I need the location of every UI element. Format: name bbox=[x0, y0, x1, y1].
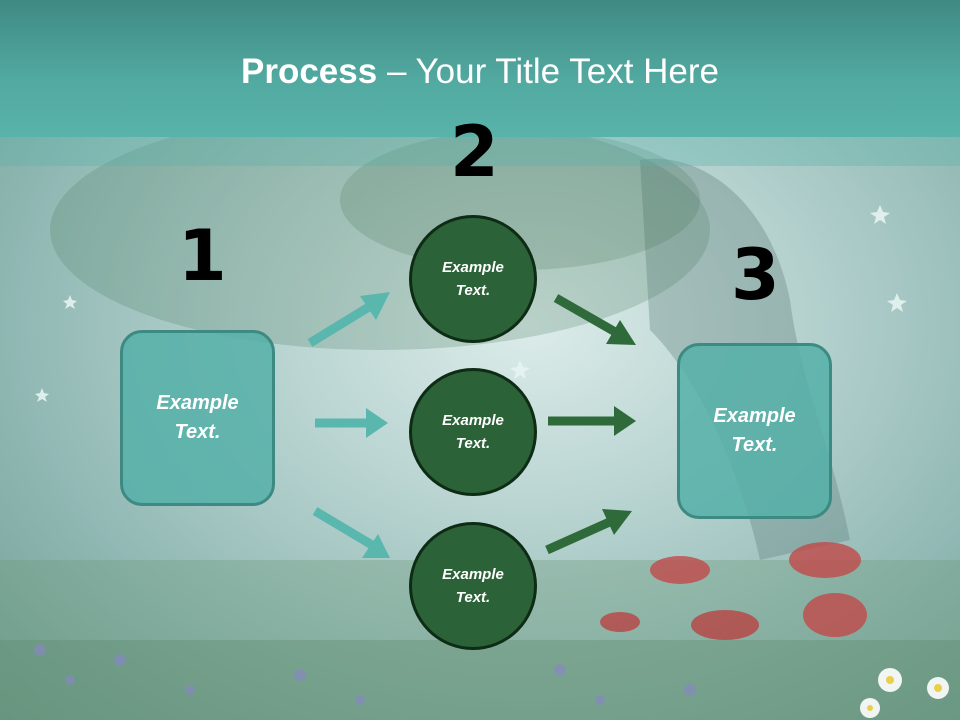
circle-middle: Example Text. bbox=[409, 368, 537, 496]
teal-arrow-up bbox=[307, 292, 390, 347]
circle-top-text: Example Text. bbox=[442, 259, 504, 299]
step-number-2: 2 bbox=[450, 111, 499, 193]
circle-bottom-text: Example Text. bbox=[442, 566, 504, 606]
step-number-1: 1 bbox=[178, 215, 227, 297]
teal-arrow-down bbox=[312, 507, 390, 558]
slide-title: Process – Your Title Text Here bbox=[0, 52, 960, 92]
circle-middle-text: Example Text. bbox=[442, 412, 504, 452]
right-step-box: Example Text. bbox=[677, 343, 832, 519]
right-step-box-text: Example Text. bbox=[713, 405, 796, 456]
green-arrow-down bbox=[553, 294, 636, 345]
left-step-box: Example Text. bbox=[120, 330, 275, 506]
left-step-box-text: Example Text. bbox=[156, 392, 239, 443]
title-banner-strip bbox=[0, 137, 960, 166]
green-arrow-up bbox=[545, 509, 632, 555]
green-arrow-right bbox=[548, 406, 636, 436]
circle-bottom: Example Text. bbox=[409, 522, 537, 650]
title-rest: – Your Title Text Here bbox=[377, 52, 719, 91]
step-number-3: 3 bbox=[731, 234, 780, 316]
title-bold: Process bbox=[241, 52, 378, 91]
teal-arrow-right bbox=[315, 408, 388, 438]
circle-top: Example Text. bbox=[409, 215, 537, 343]
title-banner bbox=[0, 0, 960, 137]
